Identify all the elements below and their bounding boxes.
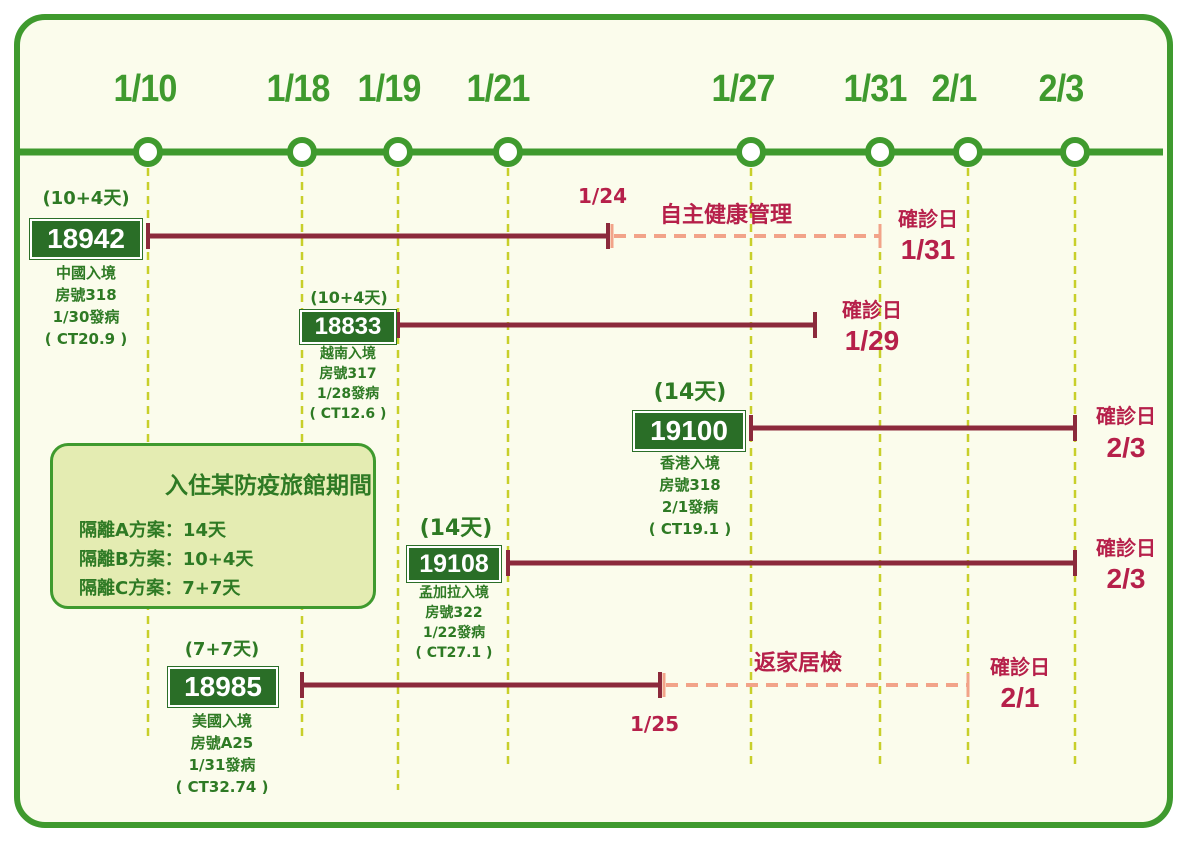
case-18833-id: 18833 (299, 309, 397, 345)
case-info-line: 房號A25 (190, 734, 254, 752)
date-node (383, 137, 413, 167)
case-info-line: 越南入境 (320, 346, 376, 362)
case-18833-info: 越南入境 房號317 1/28發病 ( CT12.6 ) (296, 344, 400, 424)
case-18985-phase-label: 返家居檢 (754, 651, 843, 676)
legend-title: 入住某防疫旅館期間 (165, 473, 372, 499)
case-19100-id: 19100 (632, 410, 746, 452)
case-18942-phase-date: 1/24 (578, 184, 628, 208)
case-18985-plan: (7+7天) (184, 639, 260, 660)
case-18942-info: 中國入境 房號318 1/30發病 ( CT20.9 ) (30, 262, 142, 350)
date-label-1-18: 1/18 (266, 68, 330, 110)
case-19100-plan: (14天) (653, 380, 727, 405)
case-info-line: 1/31發病 (188, 756, 256, 774)
case-18942-confirm-date: 1/31 (900, 234, 956, 265)
date-label-1-27: 1/27 (711, 68, 775, 110)
date-label-1-19: 1/19 (357, 68, 421, 110)
date-node (865, 137, 895, 167)
case-info-line: ( CT32.74 ) (175, 778, 269, 796)
date-label-1-10: 1/10 (113, 68, 177, 110)
case-info-line: 房號317 (319, 366, 377, 382)
date-node (736, 137, 766, 167)
case-18985-phase-date: 1/25 (630, 712, 680, 736)
case-19100-confirm-date: 2/3 (1106, 432, 1146, 463)
case-info-line: 2/1發病 (661, 498, 719, 516)
date-node (1060, 137, 1090, 167)
case-18985-id: 18985 (167, 666, 279, 708)
case-info-line: ( CT27.1 ) (415, 645, 493, 661)
case-info-line: ( CT12.6 ) (309, 406, 387, 422)
case-info-line: 1/28發病 (316, 386, 380, 402)
case-18942-plan: (10+4天) (42, 188, 130, 209)
outer-frame (14, 14, 1173, 828)
legend-row-plan-b: 隔離B方案：10+4天 (79, 549, 254, 570)
date-node (493, 137, 523, 167)
case-info-line: 1/30發病 (52, 308, 120, 326)
date-label-1-31: 1/31 (843, 68, 907, 110)
case-19108-id: 19108 (406, 545, 502, 583)
case-18985-confirm-date: 2/1 (1000, 682, 1040, 713)
case-19108-confirm-date: 2/3 (1106, 563, 1146, 594)
case-18942-id: 18942 (29, 218, 143, 260)
case-19108-plan: (14天) (419, 516, 493, 541)
date-node (287, 137, 317, 167)
case-info-line: 房號318 (659, 476, 721, 494)
case-info-line: ( CT19.1 ) (648, 520, 732, 538)
case-18985-confirm-label: 確診日 (990, 655, 1050, 679)
case-19100-info: 香港入境 房號318 2/1發病 ( CT19.1 ) (634, 452, 746, 540)
case-info-line: 1/22發病 (422, 625, 486, 641)
stay-bars (146, 223, 1077, 698)
case-info-line: 房號318 (55, 286, 117, 304)
case-18985-info: 美國入境 房號A25 1/31發病 ( CT32.74 ) (162, 710, 282, 798)
case-info-line: 房號322 (425, 605, 483, 621)
case-18833-plan: (10+4天) (310, 288, 388, 307)
case-info-line: 香港入境 (659, 454, 720, 472)
date-node (953, 137, 983, 167)
legend-box: 入住某防疫旅館期間 隔離A方案：14天 隔離B方案：10+4天 隔離C方案：7+… (50, 443, 376, 609)
date-nodes (133, 137, 1090, 167)
case-19108-info: 孟加拉入境 房號322 1/22發病 ( CT27.1 ) (398, 583, 510, 663)
case-18942-phase-label: 自主健康管理 (660, 203, 793, 228)
date-node (133, 137, 163, 167)
date-label-1-21: 1/21 (466, 68, 530, 110)
case-18942-confirm-label: 確診日 (898, 207, 958, 231)
date-label-2-1: 2/1 (931, 68, 977, 110)
case-19100-confirm-label: 確診日 (1096, 404, 1156, 428)
case-info-line: 孟加拉入境 (419, 585, 489, 601)
case-info-line: 中國入境 (55, 264, 116, 282)
case-info-line: 美國入境 (191, 712, 252, 730)
legend-row-plan-c: 隔離C方案：7+7天 (79, 578, 241, 599)
legend-row-plan-a: 隔離A方案：14天 (79, 520, 226, 541)
case-18833-confirm-label: 確診日 (842, 298, 902, 322)
date-label-2-3: 2/3 (1038, 68, 1084, 110)
case-18833-confirm-date: 1/29 (844, 325, 900, 356)
case-info-line: ( CT20.9 ) (44, 330, 128, 348)
case-19108-confirm-label: 確診日 (1096, 536, 1156, 560)
